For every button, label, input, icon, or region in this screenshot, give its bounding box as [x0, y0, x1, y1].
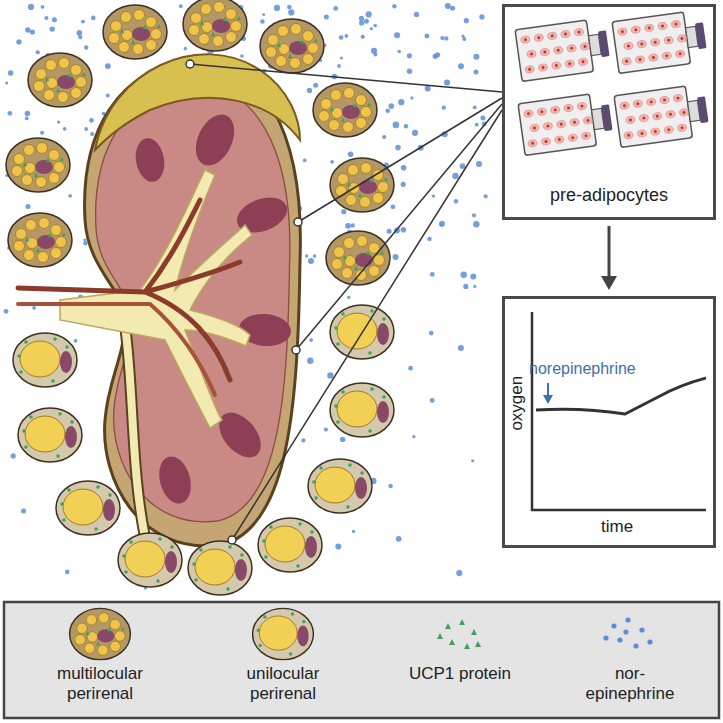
legend-icons — [70, 608, 653, 659]
oxygen-chart-panel: norepinephrineoxygen time — [502, 296, 716, 548]
legend-label: multilocular perirenal — [30, 664, 170, 705]
legend-label: nor- epinephrine — [575, 664, 685, 705]
kidney — [18, 54, 300, 560]
norepinephrine-dots — [4, 3, 488, 590]
oxygen-chart — [532, 312, 706, 510]
flow-arrow — [601, 226, 617, 290]
culture-panel: pre-adipocytes — [502, 4, 716, 220]
stimulus-label: norepinephrine — [529, 359, 636, 378]
legend-label: unilocular perirenal — [213, 664, 353, 705]
perirenal-adipocytes — [6, 0, 394, 595]
panel-label: pre-adipocytes — [550, 185, 668, 207]
leader-lines — [190, 64, 502, 540]
legend-panel — [4, 602, 719, 718]
axis-label: time — [601, 517, 633, 537]
culture-flasks — [515, 9, 710, 155]
axis-label: oxygen — [507, 376, 527, 431]
legend-label: UCP1 protein — [390, 664, 530, 684]
leader-dots — [186, 60, 302, 544]
